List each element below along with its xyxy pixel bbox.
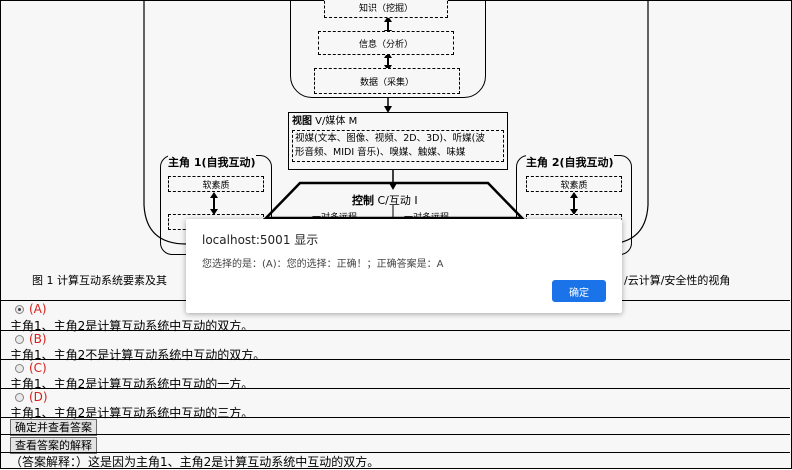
option-c-text: 主角1、主角2是计算互动系统中互动的一方。: [10, 377, 254, 391]
system-diagram: 知识（挖掘） 信息（分析） 数据（采集） 视图 V/媒体 M 视媒(文本、图像、…: [32, 0, 731, 287]
confirm-answer-button[interactable]: 确定并查看答案: [10, 419, 97, 436]
explain-row: 查看答案的解释: [1, 434, 790, 454]
view-media-list: 视媒(文本、图像、视频、2D、3D)、听媒(波 形音频、MIDI 音乐)、嗅媒、…: [292, 130, 504, 162]
option-b-radio[interactable]: [15, 335, 24, 344]
alert-dialog: localhost:5001 显示 您选择的是：(A)：您的选择：正确！；正确答…: [186, 219, 622, 313]
view-title: 视图 V/媒体 M: [292, 116, 358, 127]
dialog-title: localhost:5001 显示: [202, 233, 319, 247]
view-line-1: 视媒(文本、图像、视频、2D、3D)、听媒(波: [295, 133, 485, 144]
option-b-label: (B): [29, 332, 47, 346]
option-c-label: (C): [29, 361, 47, 375]
option-b-text: 主角1、主角2不是计算互动系统中互动的双方。: [10, 348, 266, 362]
control-label: 控制 C/互动 I: [352, 194, 418, 207]
option-row-d: (D) 主角1、主角2是计算互动系统中互动的三方。: [1, 388, 790, 420]
pyramid-container: [290, 0, 486, 98]
option-row-c: (C) 主角1、主角2是计算互动系统中互动的一方。: [1, 359, 790, 391]
figure-caption: 图 1 计算互动系统要素及其: [32, 274, 167, 287]
role2-soft-box: 软素质: [526, 176, 622, 192]
figure-caption-right: /云计算/安全性的视角: [624, 274, 731, 287]
explanation-text: （答案解释：）这是因为主角1、主角2是计算互动系统中互动的双方。: [10, 455, 380, 469]
option-a-text: 主角1、主角2是计算互动系统中互动的双方。: [10, 319, 254, 333]
confirm-row: 确定并查看答案: [1, 417, 790, 436]
data-box: 数据（采集）: [314, 68, 460, 94]
view-line-2: 形音频、MIDI 音乐)、嗅媒、触媒、味媒: [295, 147, 466, 158]
option-d-text: 主角1、主角2是计算互动系统中互动的三方。: [10, 406, 254, 420]
view-explanation-button[interactable]: 查看答案的解释: [10, 437, 97, 454]
option-row-b: (B) 主角1、主角2不是计算互动系统中互动的双方。: [1, 330, 790, 362]
knowledge-box: 知识（挖掘）: [324, 0, 448, 18]
control-right-sub: 一对多远程: [404, 213, 450, 223]
option-a-radio[interactable]: [15, 305, 24, 314]
option-d-label: (D): [29, 390, 48, 404]
dialog-ok-button[interactable]: 确定: [552, 280, 606, 302]
option-a-label: (A): [29, 302, 47, 316]
control-left-sub: 一对多远程: [312, 213, 358, 223]
dialog-message: 您选择的是：(A)：您的选择：正确！；正确答案是：A: [202, 259, 444, 270]
role2-title: 主角 2(自我互动): [526, 154, 614, 170]
view-box: 视图 V/媒体 M 视媒(文本、图像、视频、2D、3D)、听媒(波 形音频、MI…: [288, 112, 508, 170]
info-box: 信息（分析）: [318, 31, 454, 55]
role1-soft-box: 软素质: [168, 176, 264, 192]
option-d-radio[interactable]: [15, 393, 24, 402]
role1-title: 主角 1(自我互动): [168, 154, 256, 170]
explanation-row: （答案解释：）这是因为主角1、主角2是计算互动系统中互动的双方。: [1, 452, 790, 469]
option-c-radio[interactable]: [15, 364, 24, 373]
